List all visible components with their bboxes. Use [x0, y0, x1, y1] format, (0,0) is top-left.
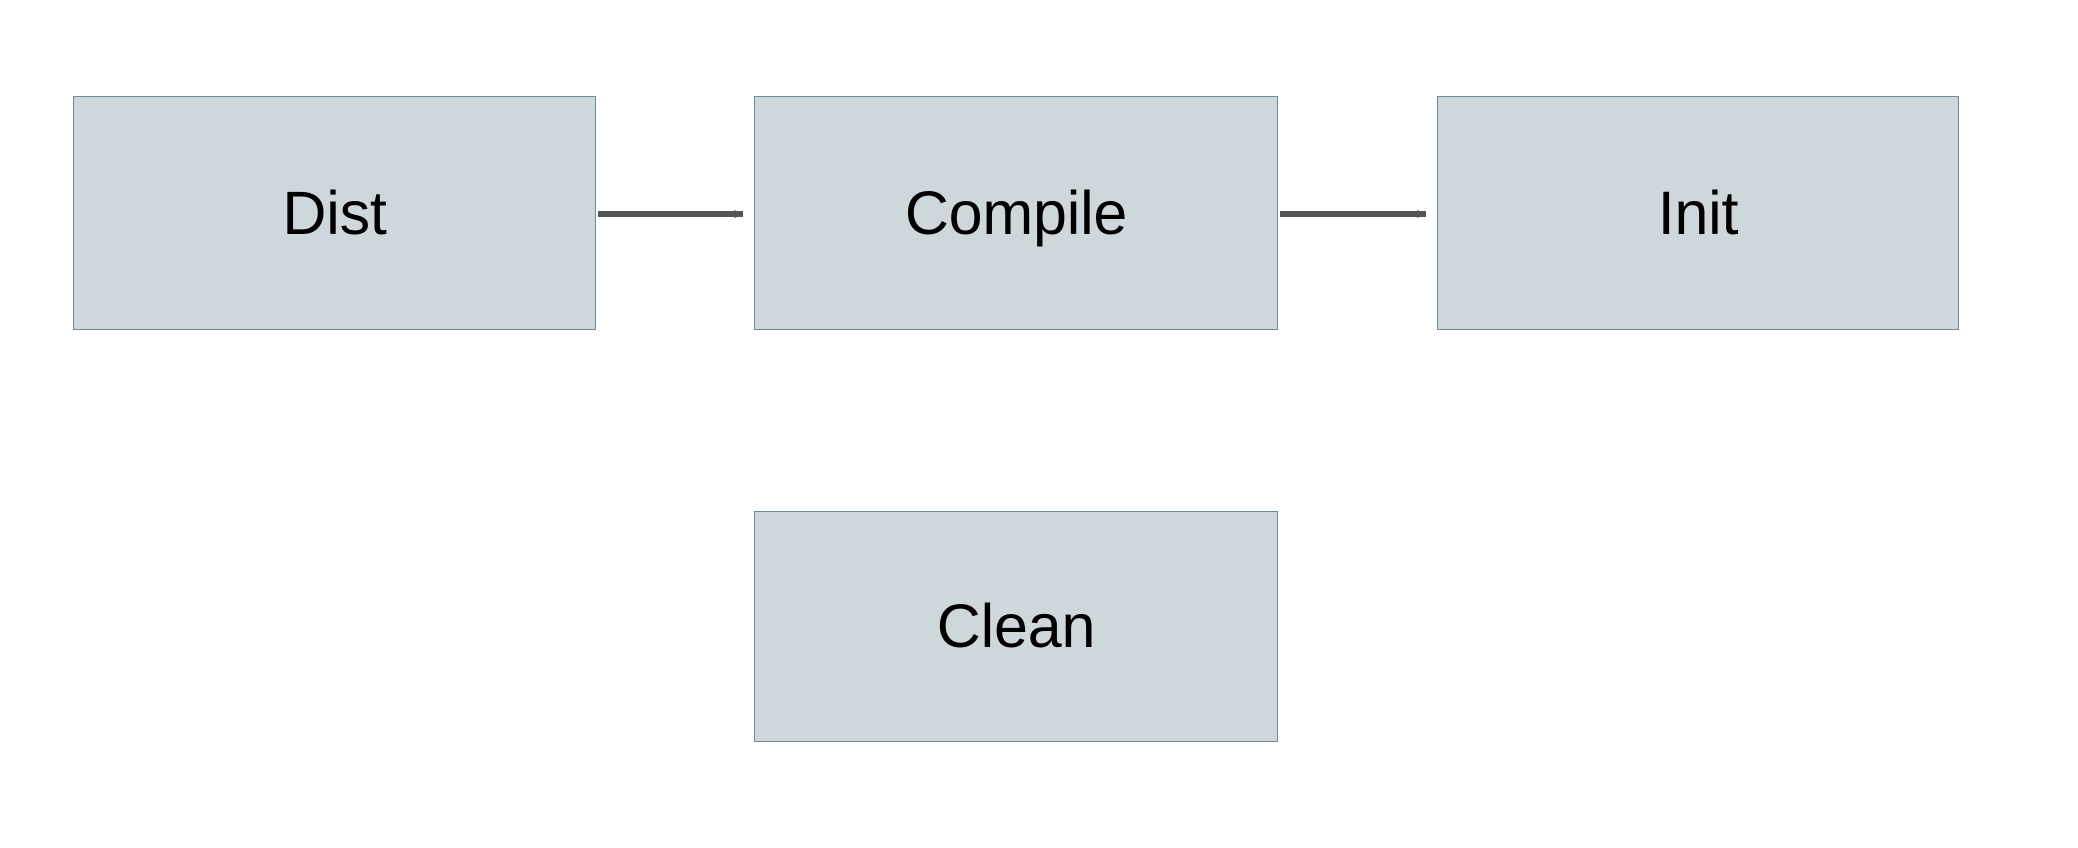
node-init-label: Init: [1657, 178, 1739, 247]
node-clean-label: Clean: [936, 592, 1096, 660]
node-clean[interactable]: Clean: [754, 511, 1278, 742]
node-dist[interactable]: Dist: [73, 96, 596, 330]
node-compile-label: Compile: [904, 178, 1128, 247]
node-dist-label: Dist: [282, 178, 387, 247]
node-init[interactable]: Init: [1437, 96, 1959, 330]
node-compile[interactable]: Compile: [754, 96, 1278, 330]
